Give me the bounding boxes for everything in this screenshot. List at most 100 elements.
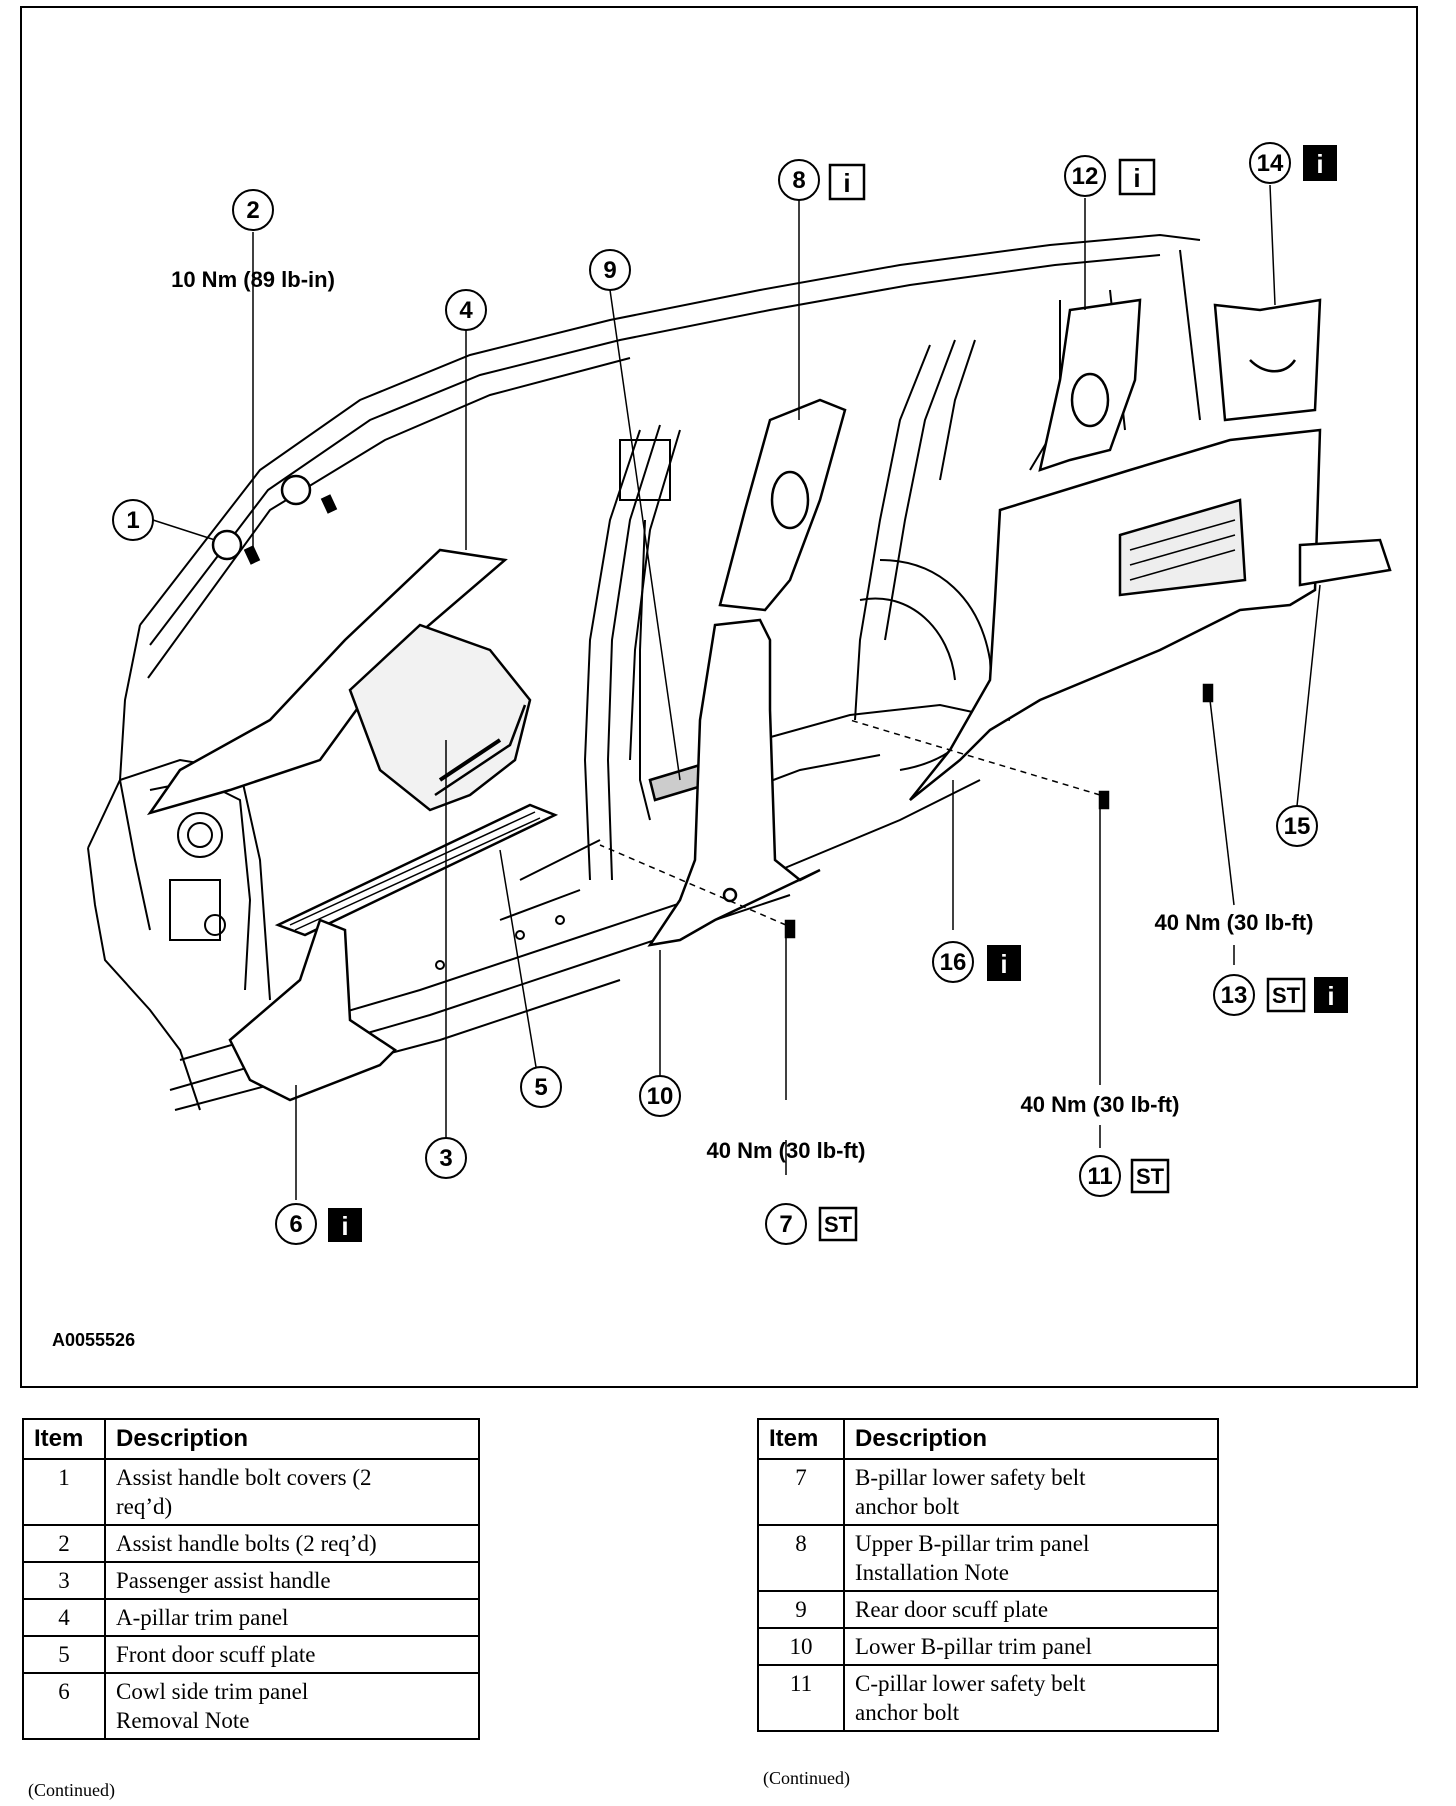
exploded-view-diagram: 1 2 10 Nm (89 lb-in) 3 4 5 6 i 40 Nm (30… (87, 142, 1392, 1245)
leader-lines (152, 184, 1321, 1200)
description-line: Assist handle bolts (2 req’d) (116, 1531, 377, 1556)
bolts (243, 494, 1214, 939)
legend-row: 5 Front door scuff plate (22, 1635, 480, 1674)
torque-spec-item-7: 40 Nm (30 lb-ft) (707, 1138, 866, 1163)
description-line: Cowl side trim panel (116, 1679, 309, 1704)
callout-7-number: 7 (779, 1211, 792, 1238)
description-line: anchor bolt (855, 1494, 960, 1519)
special-tool-icon (818, 1206, 858, 1242)
callout-8-number: 8 (792, 167, 805, 194)
callout-5: 5 (520, 1066, 562, 1108)
special-tool-badge-text: ST (1272, 983, 1301, 1008)
callout-14: 14 i (1249, 142, 1337, 184)
callout-2: 2 10 Nm (89 lb-in) (171, 189, 335, 292)
callout-5-number: 5 (534, 1074, 547, 1101)
torque-spec-item-11: 40 Nm (30 lb-ft) (1021, 1092, 1180, 1117)
torque-spec-item-13: 40 Nm (30 lb-ft) (1155, 910, 1314, 935)
description-line: Removal Note (116, 1708, 250, 1733)
legend-header-row: Item Description (757, 1418, 1219, 1460)
legend-item-number: 7 (757, 1458, 845, 1526)
legend-item-number: 4 (22, 1598, 106, 1637)
info-outline-icon (828, 163, 866, 201)
item-column-header: Item (757, 1418, 845, 1460)
description-column-header: Description (843, 1418, 1219, 1460)
callout-13: 40 Nm (30 lb-ft) 13 ST i (1155, 910, 1348, 1016)
legend-row: 9 Rear door scuff plate (757, 1590, 1219, 1629)
legend-row: 4 A-pillar trim panel (22, 1598, 480, 1637)
rear-scuff-plate (1298, 538, 1392, 587)
description-line: Assist handle bolt covers (2 (116, 1465, 372, 1490)
callout-3: 3 (425, 1137, 467, 1179)
body-structure (87, 233, 1201, 1111)
torque-spec-item-2: 10 Nm (89 lb-in) (171, 267, 335, 292)
cowl-side-trim-panel (228, 918, 397, 1102)
legend-item-number: 9 (757, 1590, 845, 1629)
description-line: Installation Note (855, 1560, 1009, 1585)
callout-14-number: 14 (1257, 150, 1284, 177)
description-line: Passenger assist handle (116, 1568, 331, 1593)
continued-label-left: (Continued) (28, 1780, 115, 1800)
callout-10: 10 (639, 1075, 681, 1117)
c-pillar-upper-trim-panel (1038, 298, 1142, 472)
description-line: Front door scuff plate (116, 1642, 316, 1667)
legend-item-description: A-pillar trim panel (104, 1598, 480, 1637)
callout-12-number: 12 (1072, 163, 1099, 190)
callout-9: 9 (589, 249, 631, 291)
callout-6: 6 i (275, 1203, 362, 1245)
callout-10-number: 10 (647, 1083, 674, 1110)
description-line: Upper B-pillar trim panel (855, 1531, 1090, 1556)
bolt-cover-1 (211, 529, 243, 561)
info-solid-icon (328, 1208, 362, 1242)
callout-8: 8 i (778, 159, 866, 201)
legend-header-row: Item Description (22, 1418, 480, 1460)
info-badge-text: i (1133, 163, 1140, 193)
legend-item-description: C-pillar lower safety belt anchor bolt (843, 1664, 1219, 1732)
description-line: anchor bolt (855, 1700, 960, 1725)
legend-item-number: 11 (757, 1664, 845, 1732)
legend-item-number: 6 (22, 1672, 106, 1740)
item-column-header: Item (22, 1418, 106, 1460)
legend-item-number: 8 (757, 1524, 845, 1592)
rear-quarter-upper-trim-panel (1213, 298, 1322, 422)
quarter-trim-panel (909, 428, 1322, 801)
callout-11: 40 Nm (30 lb-ft) 11 ST (1021, 1092, 1180, 1197)
lower-b-pillar-trim-panel (647, 618, 821, 947)
description-line: Rear door scuff plate (855, 1597, 1049, 1622)
upper-b-pillar-trim-panel (718, 398, 847, 612)
legend-item-number: 10 (757, 1627, 845, 1666)
callout-13-number: 13 (1221, 982, 1248, 1009)
legend-item-number: 3 (22, 1561, 106, 1600)
callout-6-number: 6 (289, 1211, 302, 1238)
info-badge-text: i (1000, 949, 1007, 979)
callout-4-number: 4 (459, 297, 473, 324)
legend-item-description: Front door scuff plate (104, 1635, 480, 1674)
info-badge-text: i (1316, 149, 1323, 179)
description-line: C-pillar lower safety belt (855, 1671, 1086, 1696)
callout-12: 12 i (1064, 155, 1156, 197)
description-column-header: Description (104, 1418, 480, 1460)
description-line: A-pillar trim panel (116, 1605, 289, 1630)
special-tool-badge-text: ST (1136, 1164, 1165, 1189)
callout-16-number: 16 (940, 949, 967, 976)
legend-item-number: 5 (22, 1635, 106, 1674)
callout-3-number: 3 (439, 1145, 452, 1172)
callout-9-number: 9 (603, 257, 616, 284)
info-solid-icon (1303, 145, 1337, 181)
special-tool-badge-text: ST (824, 1212, 853, 1237)
legend-item-number: 1 (22, 1458, 106, 1526)
special-tool-icon (1266, 977, 1306, 1013)
legend-item-description: Passenger assist handle (104, 1561, 480, 1600)
legend-item-description: Assist handle bolts (2 req’d) (104, 1524, 480, 1563)
legend-row: 11 C-pillar lower safety belt anchor bolt (757, 1664, 1219, 1732)
